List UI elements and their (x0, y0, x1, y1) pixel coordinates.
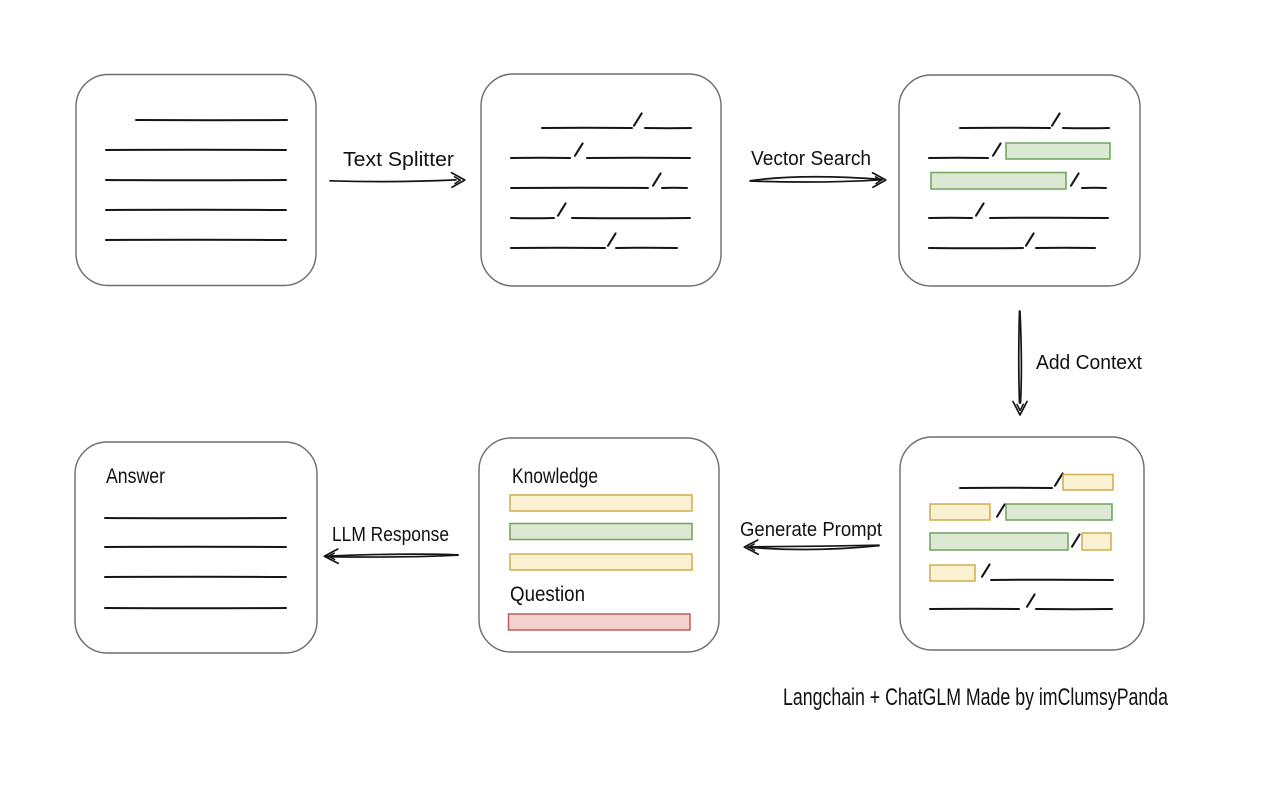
svg-text:Text Splitter: Text Splitter (343, 149, 454, 171)
svg-text:Add Context: Add Context (1036, 352, 1142, 374)
svg-text:Knowledge: Knowledge (512, 465, 598, 488)
svg-text:Langchain + ChatGLM Made by im: Langchain + ChatGLM Made by imClumsyPand… (783, 684, 1168, 711)
svg-text:Question: Question (510, 583, 585, 606)
svg-text:Answer: Answer (106, 465, 165, 488)
svg-text:Vector Search: Vector Search (751, 148, 871, 170)
svg-text:LLM Response: LLM Response (332, 524, 449, 546)
svg-text:Generate Prompt: Generate Prompt (740, 519, 882, 541)
